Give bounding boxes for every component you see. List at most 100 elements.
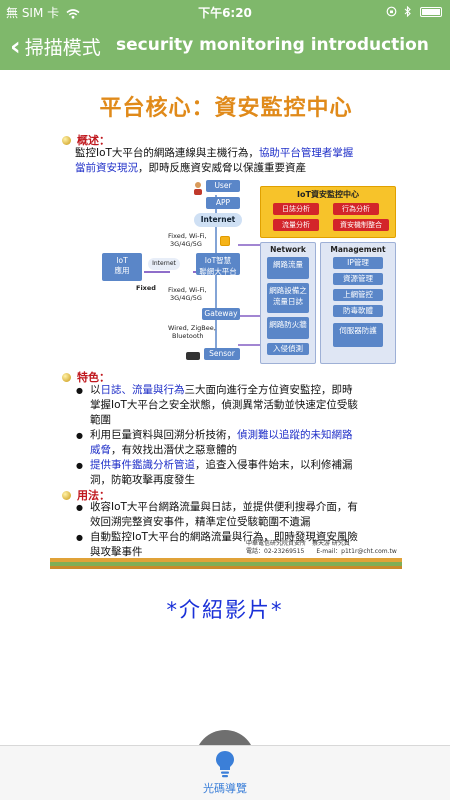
usage-text: 收容IoT大平台網路流量與日誌，並提供便利搜尋介面，有 (90, 501, 358, 513)
feature-text: 提供事件鑑識分析管道 (90, 459, 195, 471)
bullet-ball-icon (62, 135, 71, 145)
carrier-status: 無 SIM 卡 (6, 4, 80, 21)
management-panel: Management IP管理 資源管理 上網管控 防毒軟體 伺服器防護 (320, 242, 396, 364)
iot-platform-label: IoT智慧 (204, 256, 232, 265)
back-button[interactable]: ‹ 掃描模式 (10, 33, 101, 60)
feature-text: 偵測難以追蹤的未知網路 (237, 429, 353, 441)
wired-label-b: Bluetooth (172, 332, 204, 340)
iot-app-label-2: 應用 (114, 266, 130, 275)
tab-guide[interactable]: 光碼導覽 (175, 749, 275, 796)
footer-stripe-orange (50, 558, 402, 562)
iot-platform-label-2: 聯網大平台 (199, 267, 237, 276)
fixed-label: Fixed (136, 284, 156, 292)
page-title: security monitoring introduction (116, 35, 429, 55)
status-bar: 無 SIM 卡 下午6:20 (0, 0, 450, 22)
fixed-wifi-label-1b: 3G/4G/5G (170, 240, 202, 248)
chevron-left-icon: ‹ (10, 31, 21, 62)
iot-app-label: IoT (116, 256, 128, 265)
iot-platform-node: IoT智慧 聯網大平台 (196, 253, 240, 276)
feature-text: 掌握IoT大平台之安全狀態，偵測異常活動並快速定位受駭 (90, 399, 358, 411)
feature-text: 威脅 (90, 444, 111, 456)
network-item: 網路流量 (267, 257, 309, 279)
management-item: 防毒軟體 (333, 305, 383, 317)
back-button-label: 掃描模式 (24, 37, 101, 59)
feature-text: ，追查入侵事件始末，以利修補漏 (195, 459, 353, 471)
overview-heading-label: 概述： (77, 134, 110, 147)
battery-icon (420, 6, 442, 17)
gateway-node: Gateway (202, 308, 240, 320)
contact-line: 電話：02-23269515 E-mail：p1t1r@cht.com.tw (246, 548, 397, 555)
soc-item: 資安機制整合 (333, 219, 389, 231)
overview-text: 監控IoT大平台的網路連線與主機行為，協助平台管理者掌握 當前資安現況，即時反應… (75, 146, 400, 176)
usage-item: 收容IoT大平台網路流量與日誌，並提供便利搜尋介面，有效回溯完整資安事件，精準定… (76, 500, 400, 530)
overview-heading: 概述： (62, 132, 110, 148)
fixed-wifi-label-2: Fixed, Wi-Fi, (168, 286, 207, 294)
usage-text: 自動監控IoT大平台的網路流量與行為，即時發現資安風險 (90, 531, 358, 543)
usage-heading: 用法： (62, 487, 110, 503)
bullet-ball-icon (62, 372, 71, 382)
wifi-icon (63, 6, 80, 20)
architecture-diagram: User APP Internet Fixed, Wi-Fi, 3G/4G/5G… (98, 180, 398, 370)
tab-guide-label: 光碼導覽 (203, 782, 247, 795)
slide-title: 平台核心：資安監控中心 (99, 96, 353, 121)
usage-text: 與攻擊事件 (90, 546, 143, 558)
soc-item: 行為分析 (333, 203, 379, 215)
soc-item: 流量分析 (273, 219, 319, 231)
soc-panel: IoT資安監控中心 日誌分析 行為分析 流量分析 資安機制整合 (260, 186, 396, 238)
overview-text-2b: ，即時反應資安威脅以保護重要資產 (138, 162, 306, 174)
camera-icon (186, 352, 200, 360)
feature-text: 三大面向進行全方位資安監控，即時 (184, 384, 353, 396)
contact-line: 中華電信研究院資安所 蔡天游 研究員 (246, 540, 350, 547)
feature-text: 範圍 (90, 414, 111, 426)
feature-heading: 特色： (62, 369, 110, 385)
status-time: 下午6:20 (198, 6, 252, 20)
intro-slide: 平台核心：資安監控中心 概述： 監控IoT大平台的網路連線與主機行為，協助平台管… (50, 88, 402, 572)
network-panel: Network 網路流量 網路設備之流量日誌 網路防火牆 入侵偵測 (260, 242, 316, 364)
bullet-ball-icon (62, 490, 71, 500)
network-item: 網路防火牆 (267, 317, 309, 339)
fixed-wifi-label-1: Fixed, Wi-Fi, (168, 232, 207, 240)
firewall-icon (220, 236, 230, 246)
carrier-label: 無 SIM 卡 (6, 6, 60, 20)
feature-item: 以日誌、流量與行為三大面向進行全方位資安監控，即時掌握IoT大平台之安全狀態，偵… (76, 383, 400, 428)
lightbulb-icon (213, 749, 237, 779)
management-heading: Management (330, 245, 386, 254)
management-item: IP管理 (333, 257, 383, 269)
usage-heading-label: 用法： (77, 489, 110, 502)
feature-text: 日誌、流量與行為 (100, 384, 185, 396)
management-item: 資源管理 (333, 273, 383, 285)
network-item: 網路設備之流量日誌 (267, 283, 309, 313)
status-icons (386, 4, 442, 18)
network-heading: Network (270, 245, 306, 254)
feature-heading-label: 特色： (77, 371, 110, 384)
sensor-node: Sensor (204, 348, 240, 360)
overview-text-2a: 當前資安現況 (75, 162, 138, 174)
orientation-lock-icon (386, 4, 401, 18)
overview-text-1b: 協助平台管理者掌握 (258, 147, 354, 159)
navigation-bar: ‹ 掃描模式 security monitoring introduction (0, 22, 450, 70)
soc-item: 日誌分析 (273, 203, 319, 215)
footer-stripe-brown (50, 566, 402, 569)
soc-title: IoT資安監控中心 (297, 190, 359, 199)
app-node: APP (206, 197, 240, 209)
wired-label: Wired, ZigBee, (168, 324, 216, 332)
iot-app-node: IoT 應用 (102, 253, 142, 281)
footer-stripe-green (50, 562, 402, 566)
contact-info: 中華電信研究院資安所 蔡天游 研究員 電話：02-23269515 E-mail… (246, 540, 397, 556)
feature-text: 洞，防範攻擊再度發生 (90, 474, 195, 486)
bluetooth-icon (401, 4, 416, 18)
management-item: 伺服器防護 (333, 323, 383, 347)
feature-text: 利用巨量資料與回溯分析技術， (90, 429, 237, 441)
user-node: User (206, 180, 240, 192)
usage-text: 效回溯完整資安事件，精準定位受駭範圍不遺漏 (90, 516, 311, 528)
management-item: 上網管控 (333, 289, 383, 301)
feature-text: 以 (90, 384, 101, 396)
intro-video-link[interactable]: *介紹影片* (166, 598, 284, 622)
fixed-wifi-label-2b: 3G/4G/5G (170, 294, 202, 302)
feature-text: ，有效找出潛伏之惡意體的 (111, 444, 237, 456)
internet-cloud-2: Internet (148, 258, 180, 270)
overview-text-1: 監控IoT大平台的網路連線與主機行為， (75, 147, 259, 159)
